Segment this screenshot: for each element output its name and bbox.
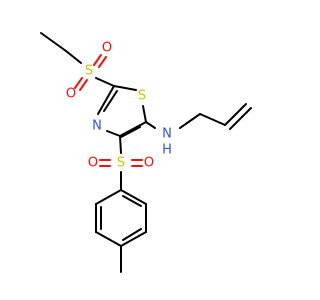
bond-ar-6 [95,189,122,205]
bond-c4-n3 [106,130,121,137]
tosyl-oxygens [99,159,143,167]
atom-nh: N [162,127,172,142]
atom-labels: S O O S N N H S O O [66,41,172,171]
bond-n3-c2-inner [103,90,118,112]
bond-ar-4 [95,231,122,247]
allyl-group [179,103,252,130]
bond-ch2-s [65,50,82,64]
atom-s-tosyl: S [117,156,125,171]
atom-o-tosyl-right: O [144,156,154,171]
bond-ar-3 [120,231,147,247]
bond-ch-ch2-double-b [229,107,252,130]
ethylsulfonyl-oxygens [74,54,107,91]
thiazole-ring [97,85,147,138]
atom-h: H [162,143,172,158]
bond-nh-ch2 [179,113,201,129]
bond-n3-c2 [97,85,115,115]
bond-s-o-left-a [74,77,83,89]
bond-ch-ch2-double-a [224,103,247,126]
bond-ch2-ch [199,113,226,126]
bond-ar-inner-1 [122,195,142,207]
bond-ar-inner-2 [122,228,142,241]
bond-s-o-left-b [79,79,88,91]
bond-s-o-right-a [93,54,102,66]
bond-c5-c4-inner [120,126,141,138]
atom-o-tosyl-left: O [88,156,98,171]
atom-o-ethylsulfonyl-left: O [66,87,76,102]
bond-s-c2 [95,77,115,87]
atom-s-ethylsulfonyl: S [85,64,93,79]
ethyl-group [40,32,82,64]
bond-c4-s-tosyl [119,135,122,154]
bond-ar-1 [120,189,147,205]
chemical-structure: S O O S N N H S O O [40,32,252,273]
bond-c2-s1 [113,85,137,91]
bond-ch3-ch2 [40,32,67,52]
atom-n-ring: N [92,119,102,134]
bond-s-o-right-b [98,56,107,68]
atom-s-ring: S [138,89,146,104]
bond-s1-c5 [142,105,147,123]
atom-o-ethylsulfonyl-right: O [102,41,112,56]
bond-c5-c4 [119,121,147,137]
bond-c5-nh [145,121,156,129]
benzene-ring [95,189,147,247]
